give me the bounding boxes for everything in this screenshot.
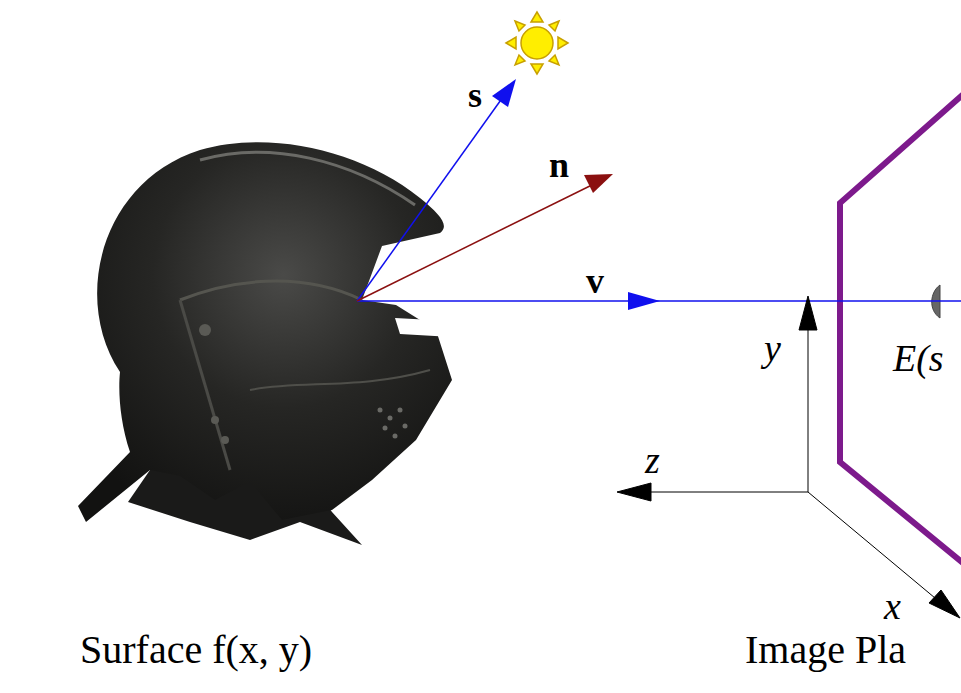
irradiance-label: E(s — [893, 338, 944, 380]
vector-label: s — [468, 76, 482, 116]
axis-label: x — [884, 586, 901, 628]
plane-caption: Image Pla — [745, 628, 906, 672]
helmet — [78, 142, 452, 545]
axis-label: y — [764, 328, 781, 370]
sun — [506, 12, 568, 74]
axis-label: z — [645, 440, 660, 482]
axes — [617, 296, 960, 618]
image-plane — [840, 84, 961, 573]
vector-label: v — [586, 262, 604, 302]
surface-caption: Surface f(x, y) — [80, 628, 312, 672]
vector-label: n — [549, 146, 569, 186]
vectors — [357, 79, 961, 310]
